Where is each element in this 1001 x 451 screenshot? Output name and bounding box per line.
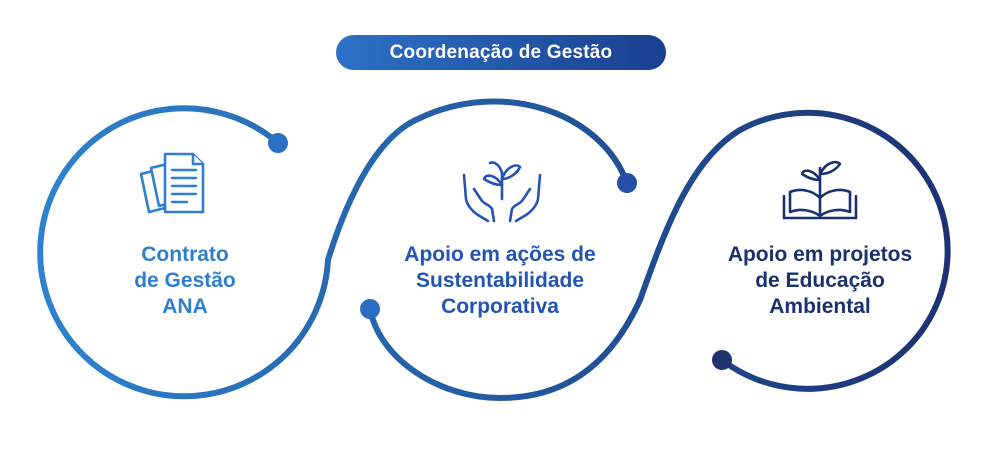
- flow-dot-3: [360, 299, 380, 319]
- step-label-contract: Contrato de Gestão ANA: [134, 243, 236, 318]
- header-pill: Coordenação de Gestão: [336, 35, 666, 70]
- book-sprout-icon: [782, 160, 858, 220]
- flow-dot-2: [617, 173, 637, 193]
- flow-arc-1: [37, 105, 331, 400]
- flow-dot-4: [712, 350, 732, 370]
- step-label-sustainability: Apoio em ações de Sustentabilidade Corpo…: [404, 243, 596, 318]
- step-label-education: Apoio em projetos de Educação Ambiental: [727, 243, 913, 318]
- flow-arc-3: [719, 109, 951, 392]
- flow-arc-2-top: [417, 98, 630, 186]
- hands-sprout-icon: [462, 161, 542, 223]
- header-title: Coordenação de Gestão: [389, 41, 613, 63]
- flow-dot-1: [268, 133, 288, 153]
- flow-arc-2-bottom: [367, 297, 643, 402]
- flow-connector-2: [637, 127, 743, 303]
- documents-icon: [139, 152, 205, 214]
- flow-connector-1: [325, 115, 423, 263]
